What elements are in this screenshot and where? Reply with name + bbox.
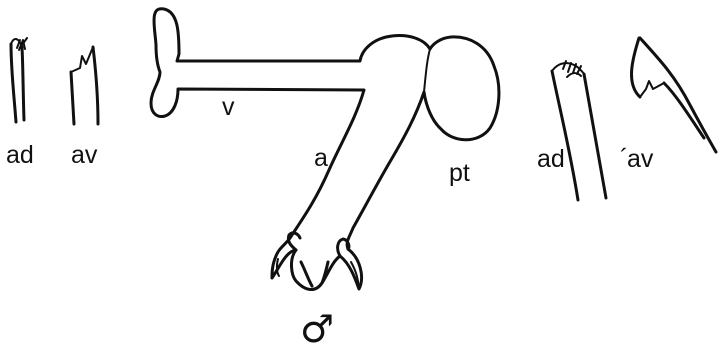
right-av-spicule — [632, 38, 716, 152]
label-pt: pt — [449, 161, 470, 186]
right-ad-spicule — [552, 61, 606, 200]
label-right-av: av — [627, 147, 653, 172]
male-symbol: ♂ — [300, 310, 334, 348]
left-av-spicule — [71, 47, 98, 124]
label-right-ad: ad — [537, 147, 565, 172]
label-v: v — [222, 95, 235, 120]
lobe-fold — [424, 49, 430, 92]
left-ad-spicule — [11, 38, 27, 122]
label-a: a — [314, 146, 328, 171]
label-left-av: av — [71, 143, 97, 168]
label-left-ad: ad — [6, 143, 34, 168]
